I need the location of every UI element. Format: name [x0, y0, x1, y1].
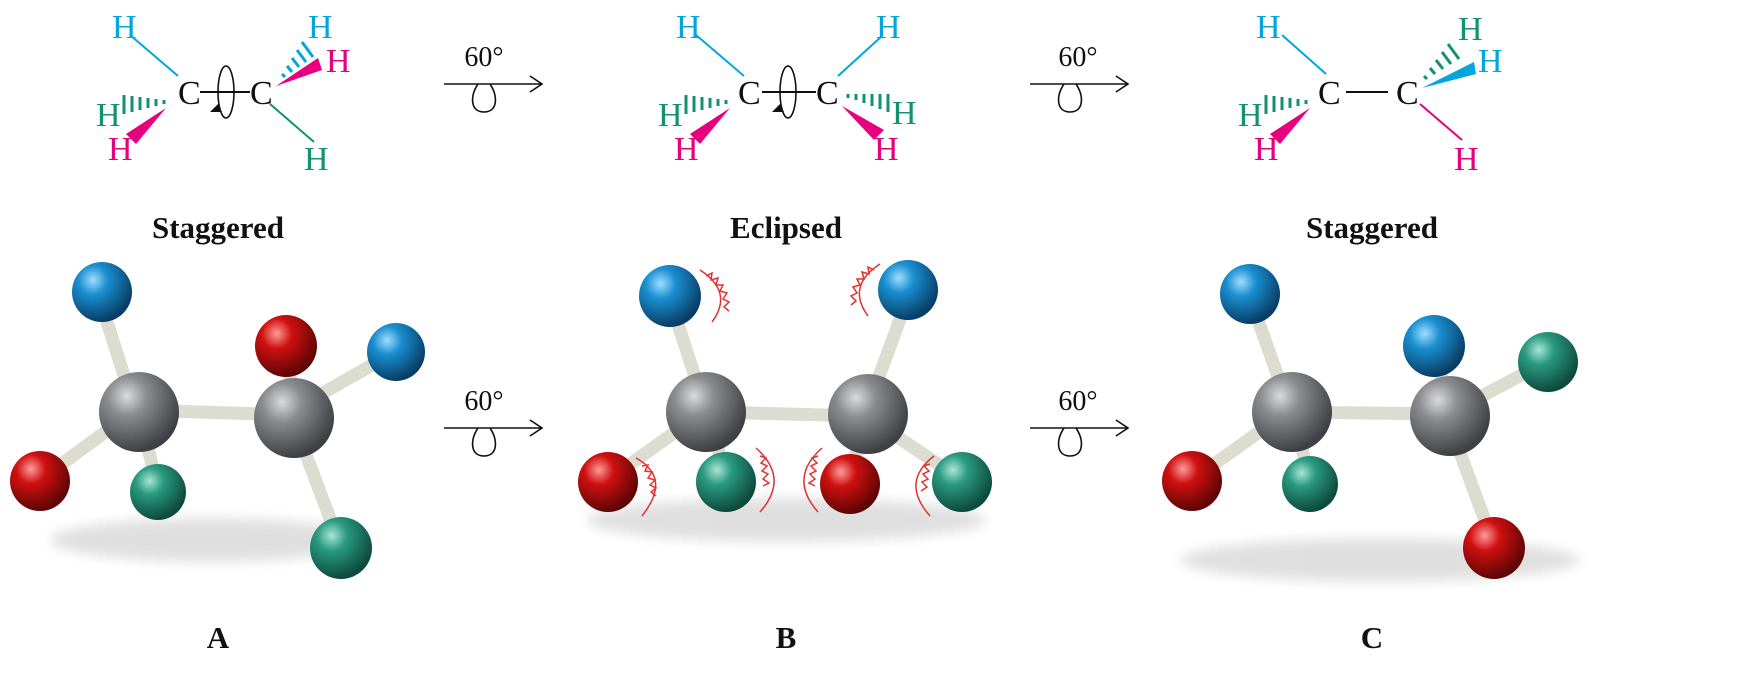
hydrogen-label: H	[892, 95, 917, 132]
carbon-label: C	[250, 75, 273, 112]
rotation-angle: 60°	[1058, 42, 1097, 73]
hydrogen-label: H	[96, 97, 121, 134]
hydrogen-label: H	[112, 9, 137, 46]
hydrogen-label: H	[874, 131, 899, 168]
hydrogen-label: H	[1254, 131, 1279, 168]
rotation-angle: 60°	[1058, 386, 1097, 417]
conformation-name: Staggered	[152, 210, 284, 245]
carbon-label: C	[816, 75, 839, 112]
hydrogen-label: H	[1256, 9, 1281, 46]
carbon-label: C	[1396, 75, 1419, 112]
hydrogen-label: H	[674, 131, 699, 168]
hydrogen-label: H	[304, 141, 329, 178]
conformation-name: Staggered	[1306, 210, 1438, 245]
hydrogen-label: H	[876, 9, 901, 46]
ball-stick-model-b	[578, 260, 992, 542]
hydrogen-label: H	[326, 43, 351, 80]
rotation-arrow: 60°	[1030, 386, 1130, 457]
rotation-arrow: 60°	[444, 42, 544, 113]
hydrogen-label: H	[1458, 11, 1483, 48]
carbon-label: C	[738, 75, 761, 112]
structure-b: H C H H C H H H	[658, 9, 917, 168]
rotation-symbol	[217, 65, 235, 119]
rotation-arrow: 60°	[444, 386, 544, 457]
conformation-letter: C	[1361, 620, 1383, 655]
conformation-letter: A	[207, 620, 230, 655]
rotation-angle: 60°	[464, 386, 503, 417]
structure-c: H C H H C H H H	[1238, 9, 1503, 178]
hydrogen-label: H	[108, 131, 133, 168]
rotation-arrow: 60°	[1030, 42, 1130, 113]
hydrogen-label: H	[1454, 141, 1479, 178]
hydrogen-label: H	[1238, 97, 1263, 134]
hydrogen-label: H	[308, 9, 333, 46]
hydrogen-label: H	[658, 97, 683, 134]
hydrogen-label: H	[676, 9, 701, 46]
structure-a: H C H H C H H H	[96, 9, 351, 178]
carbon-label: C	[178, 75, 201, 112]
ball-stick-model-a	[10, 262, 425, 579]
hydrogen-label: H	[1478, 43, 1503, 80]
carbon-label: C	[1318, 75, 1341, 112]
conformation-letter: B	[776, 620, 797, 655]
rotation-symbol	[779, 65, 797, 119]
conformation-name: Eclipsed	[730, 210, 842, 245]
rotation-angle: 60°	[464, 42, 503, 73]
ball-stick-model-c	[1162, 264, 1580, 582]
torsional-strain-marks	[635, 263, 935, 517]
